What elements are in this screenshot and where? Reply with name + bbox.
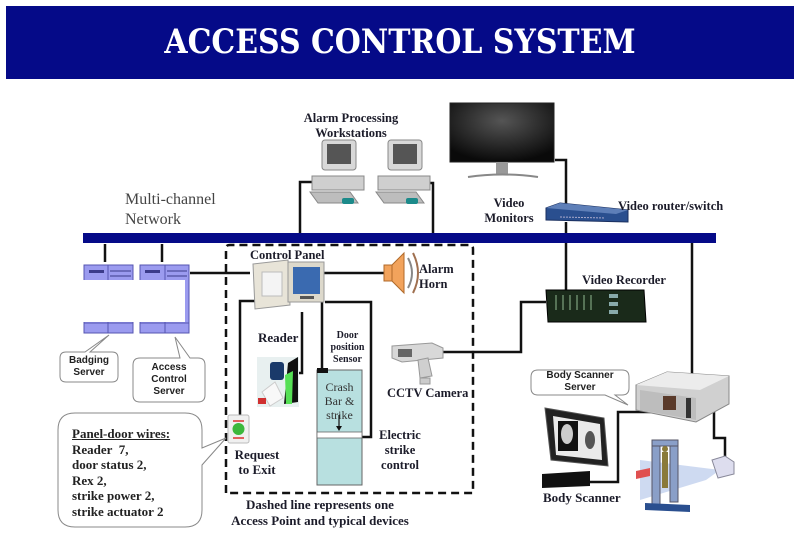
video-recorder-label: Video Recorder (582, 273, 666, 287)
door-sensor-line3: Sensor (333, 354, 362, 365)
video-monitors-line1: Video (493, 196, 525, 210)
video-monitors-line2: Monitors (484, 211, 534, 225)
access-point-boundary (224, 243, 475, 495)
server-mask (50, 280, 185, 322)
network-bar (83, 233, 716, 243)
panel-door-wires-item: door status 2, (72, 457, 147, 472)
wire-panel-rex (238, 299, 255, 417)
panel-door-wires-item: Rex 2, (72, 472, 107, 488)
door-sensor-line1: Door (336, 330, 359, 341)
body-scanner-server-line2: Server (564, 382, 596, 393)
electric-strike-label: Electric strike control (374, 428, 426, 473)
body-scanner-server-label: Body Scanner Server (531, 370, 629, 394)
access-control-server-line1: Access (151, 362, 187, 373)
alarm-horn-line2: Horn (419, 277, 448, 291)
wire-workstation2-network (420, 181, 435, 237)
request-to-exit-icon[interactable] (227, 414, 250, 444)
electric-strike-line3: control (381, 458, 419, 472)
network-label: Multi-channel Network (125, 190, 216, 230)
panel-door-wires-item: Reader 7, (72, 441, 129, 457)
cctv-camera-icon[interactable] (391, 342, 444, 385)
workstation-2-icon[interactable] (375, 139, 431, 204)
panel-door-wires-callout (57, 412, 227, 528)
video-monitor-icon[interactable] (449, 102, 555, 178)
alarm-workstations-line2: Workstations (315, 126, 387, 140)
badging-server-line2: Server (73, 367, 105, 378)
crash-bar-line3: strike (326, 408, 353, 422)
reader-label: Reader (258, 330, 299, 345)
cctv-camera-label: CCTV Camera (387, 386, 469, 400)
video-router-icon[interactable] (545, 202, 629, 223)
wire-recorder-camera (443, 300, 546, 354)
page-title: ACCESS CONTROL SYSTEM (164, 22, 636, 62)
alarm-horn-icon[interactable] (383, 251, 419, 295)
network-label-line1: Multi-channel (125, 191, 216, 208)
panel-door-wires-item: strike actuator 2 (72, 503, 164, 519)
access-control-server-line2: Control (151, 374, 187, 385)
crash-bar-line2: Bar & (324, 394, 355, 408)
network-label-line2: Network (125, 211, 181, 228)
panel-door-wires-header: Panel-door wires: (72, 426, 171, 441)
wire-server-scanner (712, 405, 727, 460)
body-scanner-label: Body Scanner (543, 490, 621, 505)
badging-server-label: Badging Server (60, 355, 118, 379)
badging-server-line1: Badging (69, 355, 109, 366)
alarm-workstations-line1: Alarm Processing (303, 111, 399, 125)
request-to-exit-label: Request to Exit (227, 447, 287, 477)
alarm-horn-line1: Alarm (419, 262, 454, 276)
badging-server-callout (59, 334, 119, 383)
control-panel-label: Control Panel (250, 248, 325, 262)
control-panel-icon[interactable] (252, 259, 325, 310)
wire-server-scanner-monitor (585, 410, 665, 484)
video-router-label: Video router/switch (618, 199, 724, 213)
access-control-server-callout (132, 336, 206, 403)
body-scanner-server-icon[interactable] (635, 371, 730, 423)
access-point-note: Dashed line represents one Access Point … (220, 497, 420, 529)
video-monitors-label: Video Monitors (478, 196, 540, 226)
title-banner: ACCESS CONTROL SYSTEM (6, 6, 794, 79)
workstation-1-icon[interactable] (309, 139, 365, 204)
door-sensor-line2: position (330, 342, 365, 353)
wire-panel-strike (325, 300, 373, 439)
body-scanner-server-line1: Body Scanner (546, 370, 614, 381)
wires (103, 158, 727, 484)
access-control-server-line3: Server (153, 386, 185, 397)
body-scanner-monitor-icon[interactable] (542, 407, 609, 488)
panel-door-wires-item: strike power 2, (72, 488, 155, 503)
crash-bar-line1: Crash (325, 380, 354, 394)
request-to-exit-line2: to Exit (238, 462, 276, 477)
access-point-note-line1: Dashed line represents one (246, 497, 394, 512)
body-scanner-server-callout (530, 369, 630, 406)
door-sensor-label: Door position Sensor (325, 330, 370, 366)
request-to-exit-line1: Request (234, 447, 280, 462)
access-point-note-line2: Access Point and typical devices (231, 513, 409, 528)
alarm-workstations-label: Alarm Processing Workstations (296, 111, 406, 141)
wire-monitor-router (555, 158, 568, 207)
video-recorder-icon[interactable] (545, 289, 647, 323)
alarm-horn-label: Alarm Horn (419, 262, 454, 292)
access-control-server-label: Access Control Server (133, 362, 205, 398)
body-scanner-icon[interactable] (636, 439, 735, 512)
crash-bar-door-icon[interactable] (316, 368, 363, 486)
card-reader-icon[interactable] (257, 357, 299, 407)
crash-bar-label: Crash Bar & strike (317, 380, 362, 422)
electric-strike-line2: strike (384, 443, 416, 457)
electric-strike-line1: Electric (379, 428, 421, 442)
panel-door-wires-list: Panel-door wires: Reader 7, door status … (72, 426, 170, 519)
